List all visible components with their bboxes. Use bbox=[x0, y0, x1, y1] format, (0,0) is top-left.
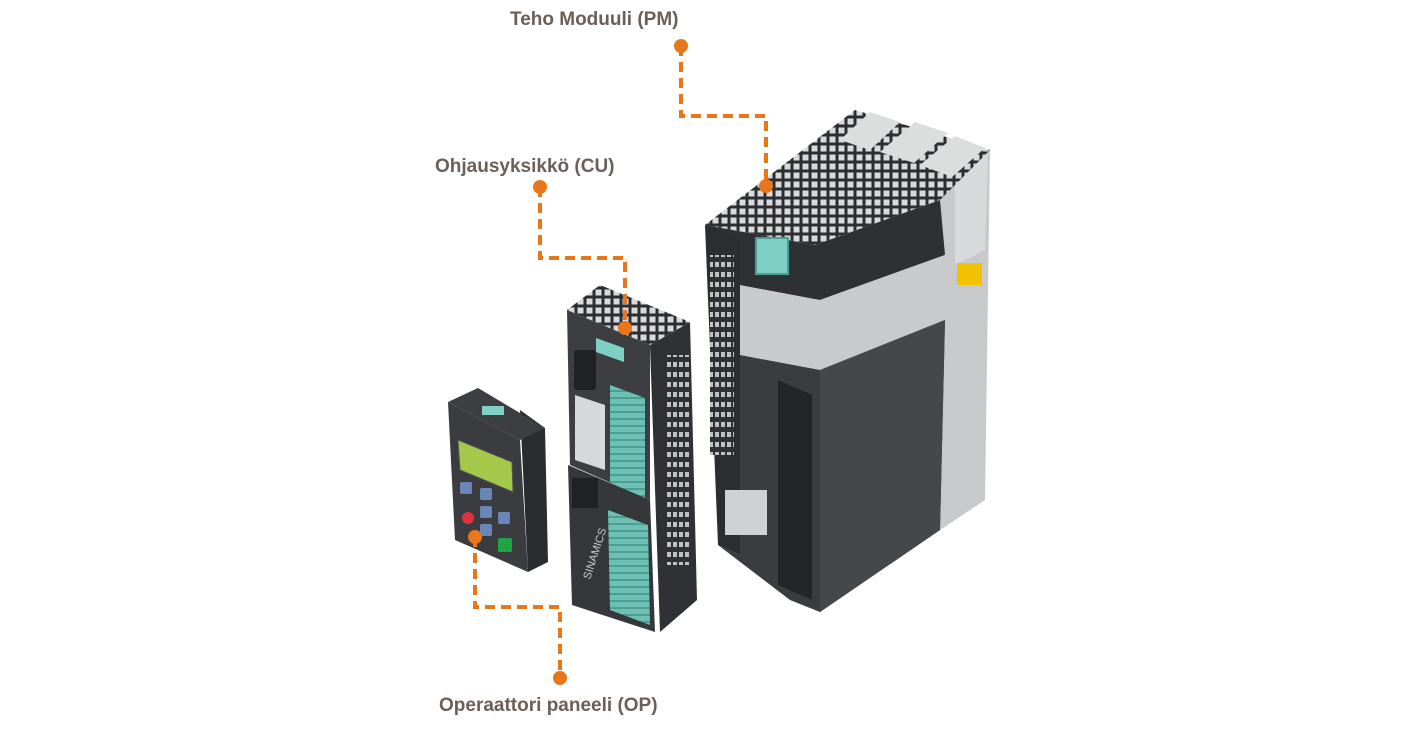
op-key-hand bbox=[480, 524, 492, 536]
op-leader-dot-end bbox=[553, 671, 567, 685]
pm-vent-slots bbox=[710, 255, 734, 455]
pm-leader-dot-top bbox=[674, 39, 688, 53]
cu-lower-terminals bbox=[608, 510, 650, 625]
control-unit: SINAMICS bbox=[567, 285, 697, 632]
cu-leader-line bbox=[538, 187, 627, 328]
pm-fin bbox=[920, 136, 985, 177]
pm-cable-channel bbox=[778, 380, 812, 600]
op-key-up bbox=[480, 488, 492, 500]
power-module bbox=[705, 110, 990, 612]
operator-panel-label: Operaattori paneeli (OP) bbox=[439, 695, 658, 716]
pm-leader-line bbox=[679, 46, 768, 186]
leader-lines bbox=[473, 46, 768, 678]
pm-rating-label bbox=[725, 490, 767, 535]
op-lcd-display bbox=[457, 439, 514, 493]
operator-panel bbox=[448, 388, 548, 572]
cu-leader-dot-end bbox=[618, 321, 632, 335]
op-side bbox=[520, 410, 548, 572]
cu-upper-terminals bbox=[610, 385, 645, 498]
pm-fin bbox=[840, 112, 900, 150]
pm-leader-dot-end bbox=[759, 179, 773, 193]
pm-green-connector bbox=[755, 237, 789, 275]
op-key-start bbox=[498, 538, 512, 552]
pm-warning-label bbox=[957, 263, 982, 285]
pm-side-label-area bbox=[955, 150, 988, 265]
op-key-down bbox=[480, 506, 492, 518]
cu-top-grill bbox=[567, 285, 690, 345]
pm-silver-band bbox=[740, 255, 945, 370]
op-leader-dot-start bbox=[468, 530, 482, 544]
cu-side-vents bbox=[665, 355, 689, 565]
cu-leader-dot-top bbox=[533, 180, 547, 194]
power-module-label: Teho Moduuli (PM) bbox=[510, 9, 679, 30]
cu-sub-d-port bbox=[574, 350, 596, 390]
cu-lower-port bbox=[572, 478, 598, 508]
leader-dots bbox=[468, 39, 773, 685]
op-key-ok bbox=[498, 512, 510, 524]
op-brand-plate bbox=[482, 406, 504, 415]
control-unit-label: Ohjausyksikkö (CU) bbox=[435, 156, 615, 177]
pm-fin bbox=[880, 122, 948, 163]
pm-front-face bbox=[820, 320, 945, 612]
cu-id-label bbox=[575, 395, 605, 470]
op-key-esc bbox=[460, 482, 472, 494]
op-key-stop bbox=[462, 512, 474, 524]
op-leader-line bbox=[473, 537, 562, 678]
cu-brand-plate bbox=[596, 338, 624, 362]
